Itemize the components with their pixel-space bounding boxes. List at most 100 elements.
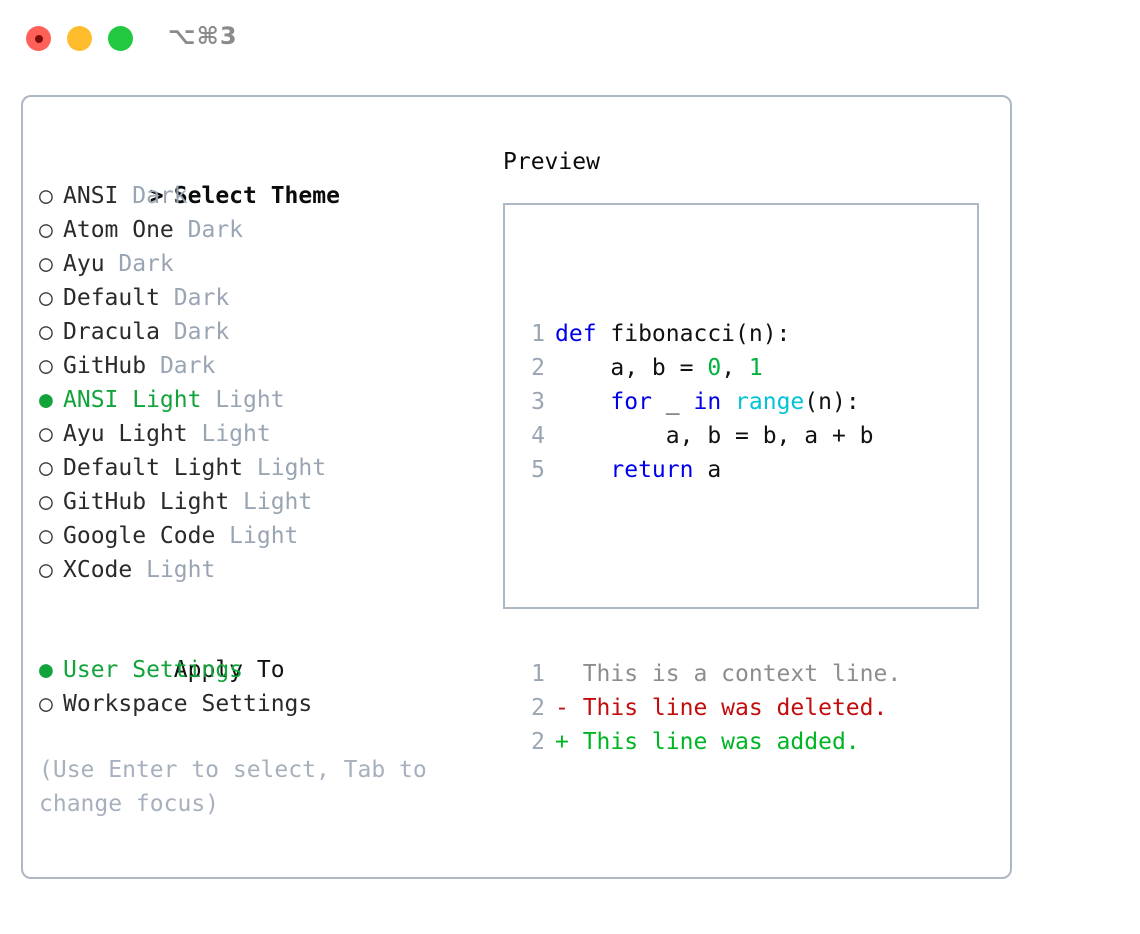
close-window-icon[interactable] [26,26,51,51]
radio-unselected-icon[interactable]: ○ [39,353,53,379]
theme-item-label: ANSI Light [63,387,216,413]
diff-line-number: 1 [531,661,545,687]
code-token: , [721,355,749,381]
theme-item-variant-tag: Dark [132,183,188,209]
code-token: a, b = b, a + b [555,423,874,449]
theme-item-github[interactable]: ○ GitHub Dark [39,349,479,383]
theme-item-label: Atom One [63,217,188,243]
code-token: fibonacci(n): [610,321,791,347]
traffic-lights [26,26,133,51]
diff-line-add: 2 + This line was added. [517,725,901,759]
theme-item-ayu[interactable]: ○ Ayu Dark [39,247,479,281]
radio-unselected-icon[interactable]: ○ [39,319,53,345]
apply-to-heading-label: Apply To [173,657,285,683]
theme-item-variant-tag: Dark [159,353,216,379]
theme-item-label: Ayu [63,251,119,277]
theme-item-variant-tag: Light [146,557,216,583]
code-token [555,457,610,483]
code-line: 3 for _ in range(n): [517,385,901,419]
code-token [721,389,735,415]
theme-item-default[interactable]: ○ Default Dark [39,281,479,315]
theme-item-xcode[interactable]: ○ XCode Light [39,553,479,587]
theme-item-label: GitHub Light [63,489,244,515]
radio-unselected-icon[interactable]: ○ [39,691,53,717]
diff-line-text: This is a context line. [555,661,902,687]
code-line-number: 2 [531,355,545,381]
apply-to-item-label: Workspace Settings [63,691,313,717]
theme-item-label: Ayu Light [63,421,202,447]
select-theme-heading-label: Select Theme [173,183,340,209]
theme-item-github-light[interactable]: ○ GitHub Light Light [39,485,479,519]
diff-sample: 1 This is a context line. 2 - This line wa… [517,657,901,759]
theme-item-variant-tag: Light [256,455,327,481]
theme-item-dracula[interactable]: ○ Dracula Dark [39,315,479,349]
title-bar: ⌥⌘3 [0,0,1140,78]
diff-line-text: + This line was added. [555,729,860,755]
theme-item-ansi[interactable]: ○ ANSI Dark [39,179,479,213]
radio-unselected-icon[interactable]: ○ [39,557,53,583]
diff-line-number: 2 [531,695,545,721]
code-line-number: 5 [531,457,545,483]
theme-item-label: Default [63,285,174,311]
theme-item-variant-tag: Dark [118,251,174,277]
theme-item-variant-tag: Light [243,489,313,515]
theme-list: ○ ANSI Dark ○ Atom One Dark ○ Ayu Dark ○ Defaul… [39,179,479,587]
code-token: 0 [707,355,722,381]
code-line: 2 a, b = 0, 1 [517,351,901,385]
radio-unselected-icon[interactable]: ○ [39,455,53,481]
code-token: a, b = [555,355,708,381]
theme-item-variant-tag: Dark [187,217,244,243]
code-line-number: 1 [531,321,545,347]
radio-unselected-icon[interactable]: ○ [39,285,53,311]
code-token: (n): [804,389,860,415]
code-diff-separator [517,555,901,589]
theme-item-label: XCode [63,557,147,583]
theme-item-default-light[interactable]: ○ Default Light Light [39,451,479,485]
code-token: return [610,457,694,483]
theme-item-variant-tag: Dark [173,319,230,345]
code-token [555,389,610,415]
minimize-window-icon[interactable] [67,26,92,51]
apply-to-item-workspace-settings[interactable]: ○ Workspace Settings [39,687,479,721]
radio-unselected-icon[interactable]: ○ [39,523,53,549]
theme-picker-column: >Select Theme ○ANSI Dark○Atom One Dark○A… [39,145,479,821]
theme-item-ansi-light[interactable]: ●ANSI Light Light [39,383,479,417]
main-panel: >Select Theme ○ANSI Dark○Atom One Dark○A… [21,95,1012,879]
maximize-window-icon[interactable] [108,26,133,51]
radio-unselected-icon[interactable]: ○ [39,421,53,447]
apply-to-list: ●User Settings ○ Workspace Settings [39,653,479,721]
radio-selected-icon[interactable]: ● [39,657,53,683]
theme-item-ayu-light[interactable]: ○ Ayu Light Light [39,417,479,451]
theme-item-label: ANSI [63,183,133,209]
theme-item-label: Default Light [63,455,257,481]
code-token: a [693,457,722,483]
theme-item-atom-one[interactable]: ○ Atom One Dark [39,213,479,247]
radio-unselected-icon[interactable]: ○ [39,183,53,209]
code-token: 1 [748,355,763,381]
diff-line-text: - This line was deleted. [555,695,888,721]
apply-to-heading: Apply To [39,619,479,683]
radio-unselected-icon[interactable]: ○ [39,251,53,277]
theme-item-label: GitHub [63,353,160,379]
radio-unselected-icon[interactable]: ○ [39,217,53,243]
theme-item-variant-tag: Dark [173,285,230,311]
code-token: in [693,389,722,415]
radio-unselected-icon[interactable]: ○ [39,489,53,515]
theme-item-google-code[interactable]: ○Google Code Light [39,519,479,553]
theme-item-variant-tag: Light [201,421,271,447]
keyboard-hint: (Use Enter to select, Tab to change focu… [39,757,441,817]
keyboard-shortcut-label: ⌥⌘3 [168,22,238,50]
radio-selected-icon[interactable]: ● [39,387,53,413]
diff-line-number: 2 [531,729,545,755]
theme-item-variant-tag: Light [229,523,299,549]
theme-item-label: Dracula [63,319,174,345]
apply-to-item-user-settings[interactable]: ●User Settings [39,653,479,687]
preview-heading: Preview [503,149,600,175]
diff-line-ctx: 1 This is a context line. [517,657,901,691]
code-line: 5 return a [517,453,901,487]
